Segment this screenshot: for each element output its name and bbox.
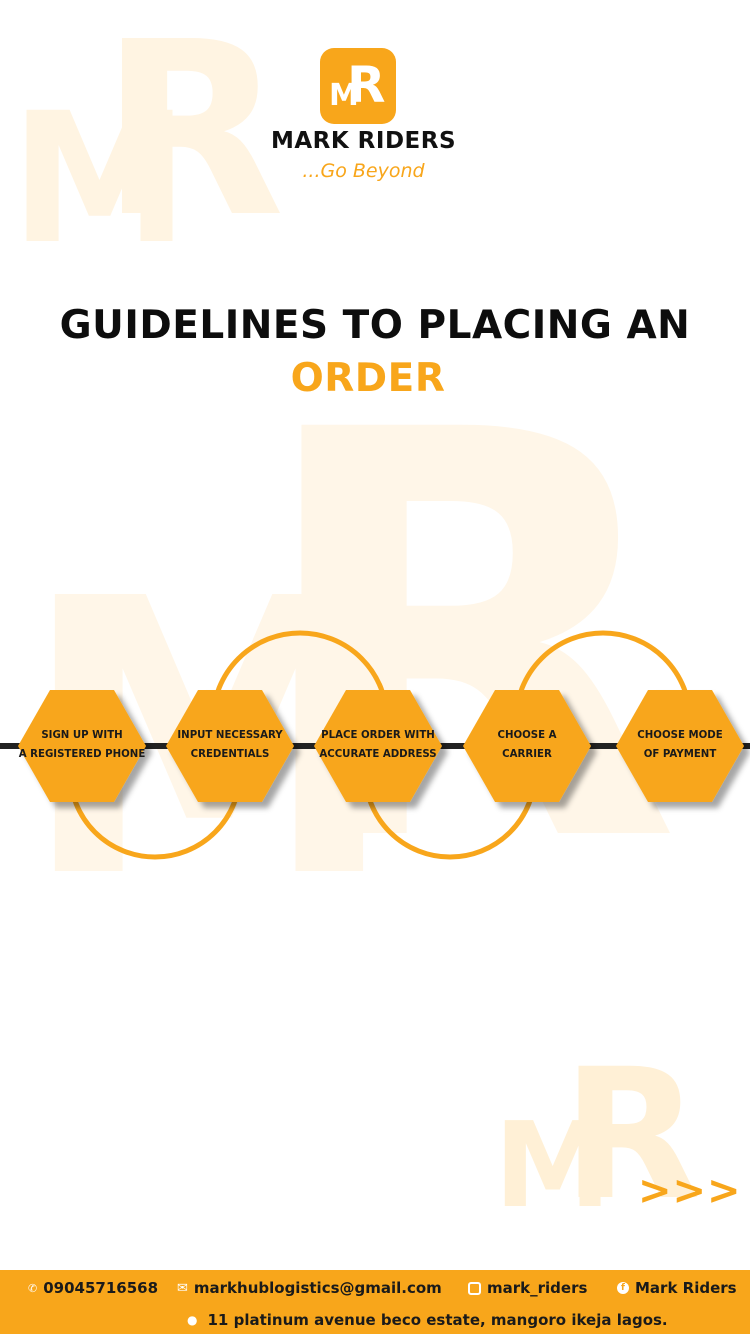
step-2-label-line1: INPUT NECESSARY xyxy=(177,730,283,741)
step-1-label-line2: A REGISTERED PHONE xyxy=(18,749,146,760)
step-hexagon-1 xyxy=(18,690,146,802)
step-1-label: SIGN UP WITH A REGISTERED PHONE xyxy=(18,726,146,764)
footer-phone-text: 09045716568 xyxy=(43,1279,159,1297)
step-2-label: INPUT NECESSARY CREDENTIALS xyxy=(166,726,294,764)
step-hexagon-4 xyxy=(463,690,591,802)
footer-instagram[interactable]: mark_riders xyxy=(468,1279,587,1297)
step-hexagon-3 xyxy=(314,690,442,802)
connector-arc-4 xyxy=(513,630,693,721)
footer: ✆ 09045716568 ✉ markhublogistics@gmail.c… xyxy=(0,1270,750,1334)
footer-instagram-text: mark_riders xyxy=(487,1279,588,1297)
connector-arcs xyxy=(67,630,693,860)
page-title-line2: ORDER xyxy=(290,356,446,401)
connector-arc-3 xyxy=(362,771,538,860)
step-2-label-line2: CREDENTIALS xyxy=(190,749,270,760)
footer-facebook[interactable]: f Mark Riders xyxy=(617,1279,737,1297)
step-3-label: PLACE ORDER WITH ACCURATE ADDRESS xyxy=(314,726,442,764)
connector-arc-2 xyxy=(67,771,243,860)
logo: M R xyxy=(320,48,396,124)
brand-tagline: ...Go Beyond xyxy=(302,160,425,182)
next-arrows[interactable]: >>> xyxy=(638,1168,742,1214)
order-steps-diagram xyxy=(0,630,750,860)
facebook-icon: f xyxy=(617,1282,629,1294)
mail-icon: ✉ xyxy=(177,1280,188,1296)
step-3-label-line1: PLACE ORDER WITH xyxy=(321,730,435,741)
step-4-label-line1: CHOOSE A xyxy=(497,730,557,741)
step-5-label: CHOOSE MODE OF PAYMENT xyxy=(616,726,744,764)
step-hexagon-2 xyxy=(166,690,294,802)
step-1-label-line1: SIGN UP WITH xyxy=(41,730,123,741)
footer-address[interactable]: ● 11 platinum avenue beco estate, mangor… xyxy=(187,1311,668,1329)
logo-r: R xyxy=(347,56,386,114)
phone-icon: ✆ xyxy=(28,1281,38,1295)
step-4-label-line2: CARRIER xyxy=(502,749,552,760)
step-3-label-line2: ACCURATE ADDRESS xyxy=(319,749,437,760)
step-hexagon-5 xyxy=(616,690,744,802)
footer-email-text: markhublogistics@gmail.com xyxy=(193,1279,442,1297)
step-hexagons xyxy=(18,690,744,802)
step-4-label: CHOOSE A CARRIER xyxy=(463,726,591,764)
footer-address-text: 11 platinum avenue beco estate, mangoro … xyxy=(207,1311,668,1329)
page-title-line1: GUIDELINES TO PLACING AN xyxy=(59,303,691,348)
footer-facebook-text: Mark Riders xyxy=(635,1279,737,1297)
step-5-label-line1: CHOOSE MODE xyxy=(637,730,723,741)
connector-arc-1 xyxy=(210,630,390,721)
brand-name: MARK RIDERS xyxy=(270,128,457,154)
footer-email[interactable]: ✉ markhublogistics@gmail.com xyxy=(177,1279,442,1297)
instagram-icon xyxy=(468,1281,481,1295)
logo-m: M xyxy=(329,78,359,113)
location-pin-icon: ● xyxy=(187,1313,198,1327)
step-5-label-line2: OF PAYMENT xyxy=(643,749,717,760)
footer-phone[interactable]: ✆ 09045716568 xyxy=(28,1279,158,1297)
